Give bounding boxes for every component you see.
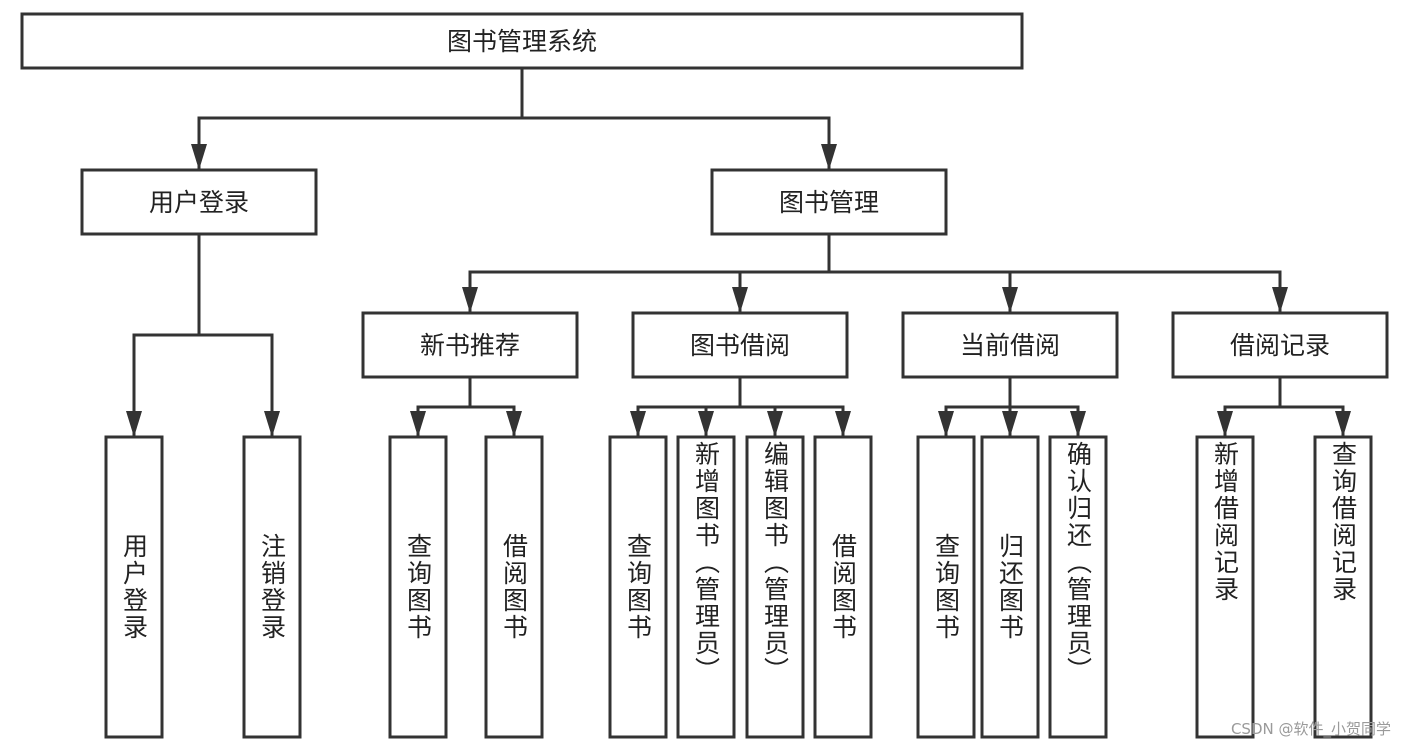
module-node-label: 新书推荐	[420, 331, 520, 360]
arrow-head	[1070, 411, 1086, 437]
connector-line	[416, 405, 516, 437]
leaf-node-box	[676, 435, 736, 739]
arrow-head	[821, 144, 837, 170]
arrow-head	[1272, 287, 1288, 313]
leaf-node-label: 确认归还（管理员）	[1064, 441, 1093, 684]
arrow-head	[835, 411, 851, 437]
leaf-node-box	[484, 435, 544, 739]
leaf-node-box	[1195, 435, 1255, 739]
leaf-node-label: 查询借阅记录	[1329, 441, 1358, 603]
connector-line	[197, 116, 831, 170]
arrow-head	[767, 411, 783, 437]
group-node-box	[80, 168, 318, 236]
arrow-head	[191, 144, 207, 170]
module-node-label: 借阅记录	[1230, 331, 1330, 360]
arrow-head	[506, 411, 522, 437]
connector-line	[468, 270, 1282, 313]
arrow-head	[698, 411, 714, 437]
module-node-label: 图书借阅	[690, 331, 790, 360]
group-node-label: 图书管理	[779, 188, 879, 217]
leaf-node-label: 编辑图书（管理员）	[761, 441, 790, 684]
leaf-node-box	[745, 435, 805, 739]
leaf-node-label: 用户登录	[120, 533, 149, 641]
leaf-node-label: 查询图书	[404, 533, 433, 641]
arrow-head	[462, 287, 478, 313]
leaf-node-box	[242, 435, 302, 739]
arrow-head	[126, 411, 142, 437]
arrow-head	[1002, 411, 1018, 437]
leaf-node-label: 借阅图书	[500, 533, 529, 641]
arrow-head	[410, 411, 426, 437]
leaf-node-label: 查询图书	[624, 533, 653, 641]
arrow-head	[1335, 411, 1351, 437]
leaf-node-label: 归还图书	[996, 533, 1025, 641]
connector-line	[636, 405, 845, 437]
leaf-node-label: 查询图书	[932, 533, 961, 641]
arrow-head	[732, 287, 748, 313]
arrow-head	[1002, 287, 1018, 313]
connector-line	[132, 333, 274, 437]
leaf-node-box	[813, 435, 873, 739]
leaf-node-label: 注销登录	[258, 533, 287, 641]
module-node-box	[361, 311, 579, 379]
watermark: CSDN @软件_小贺同学	[1230, 720, 1391, 738]
arrow-head	[938, 411, 954, 437]
leaf-node-box	[1048, 435, 1108, 739]
module-node-label: 当前借阅	[960, 331, 1060, 360]
leaf-node-box	[104, 435, 164, 739]
group-node-label: 用户登录	[149, 188, 249, 217]
leaf-node-label: 借阅图书	[829, 533, 858, 641]
root-node-label: 图书管理系统	[447, 27, 597, 56]
connector-line	[1223, 405, 1345, 437]
leaf-node-box	[388, 435, 448, 739]
arrow-head	[1217, 411, 1233, 437]
leaf-node-box	[1313, 435, 1373, 739]
leaf-node-box	[980, 435, 1040, 739]
arrow-head	[630, 411, 646, 437]
leaf-node-box	[916, 435, 976, 739]
arrow-head	[264, 411, 280, 437]
module-node-box	[901, 311, 1119, 379]
root-node-box	[20, 12, 1024, 70]
leaf-node-box	[608, 435, 668, 739]
leaf-node-label: 新增借阅记录	[1211, 441, 1240, 603]
leaf-node-label: 新增图书（管理员）	[692, 441, 721, 684]
